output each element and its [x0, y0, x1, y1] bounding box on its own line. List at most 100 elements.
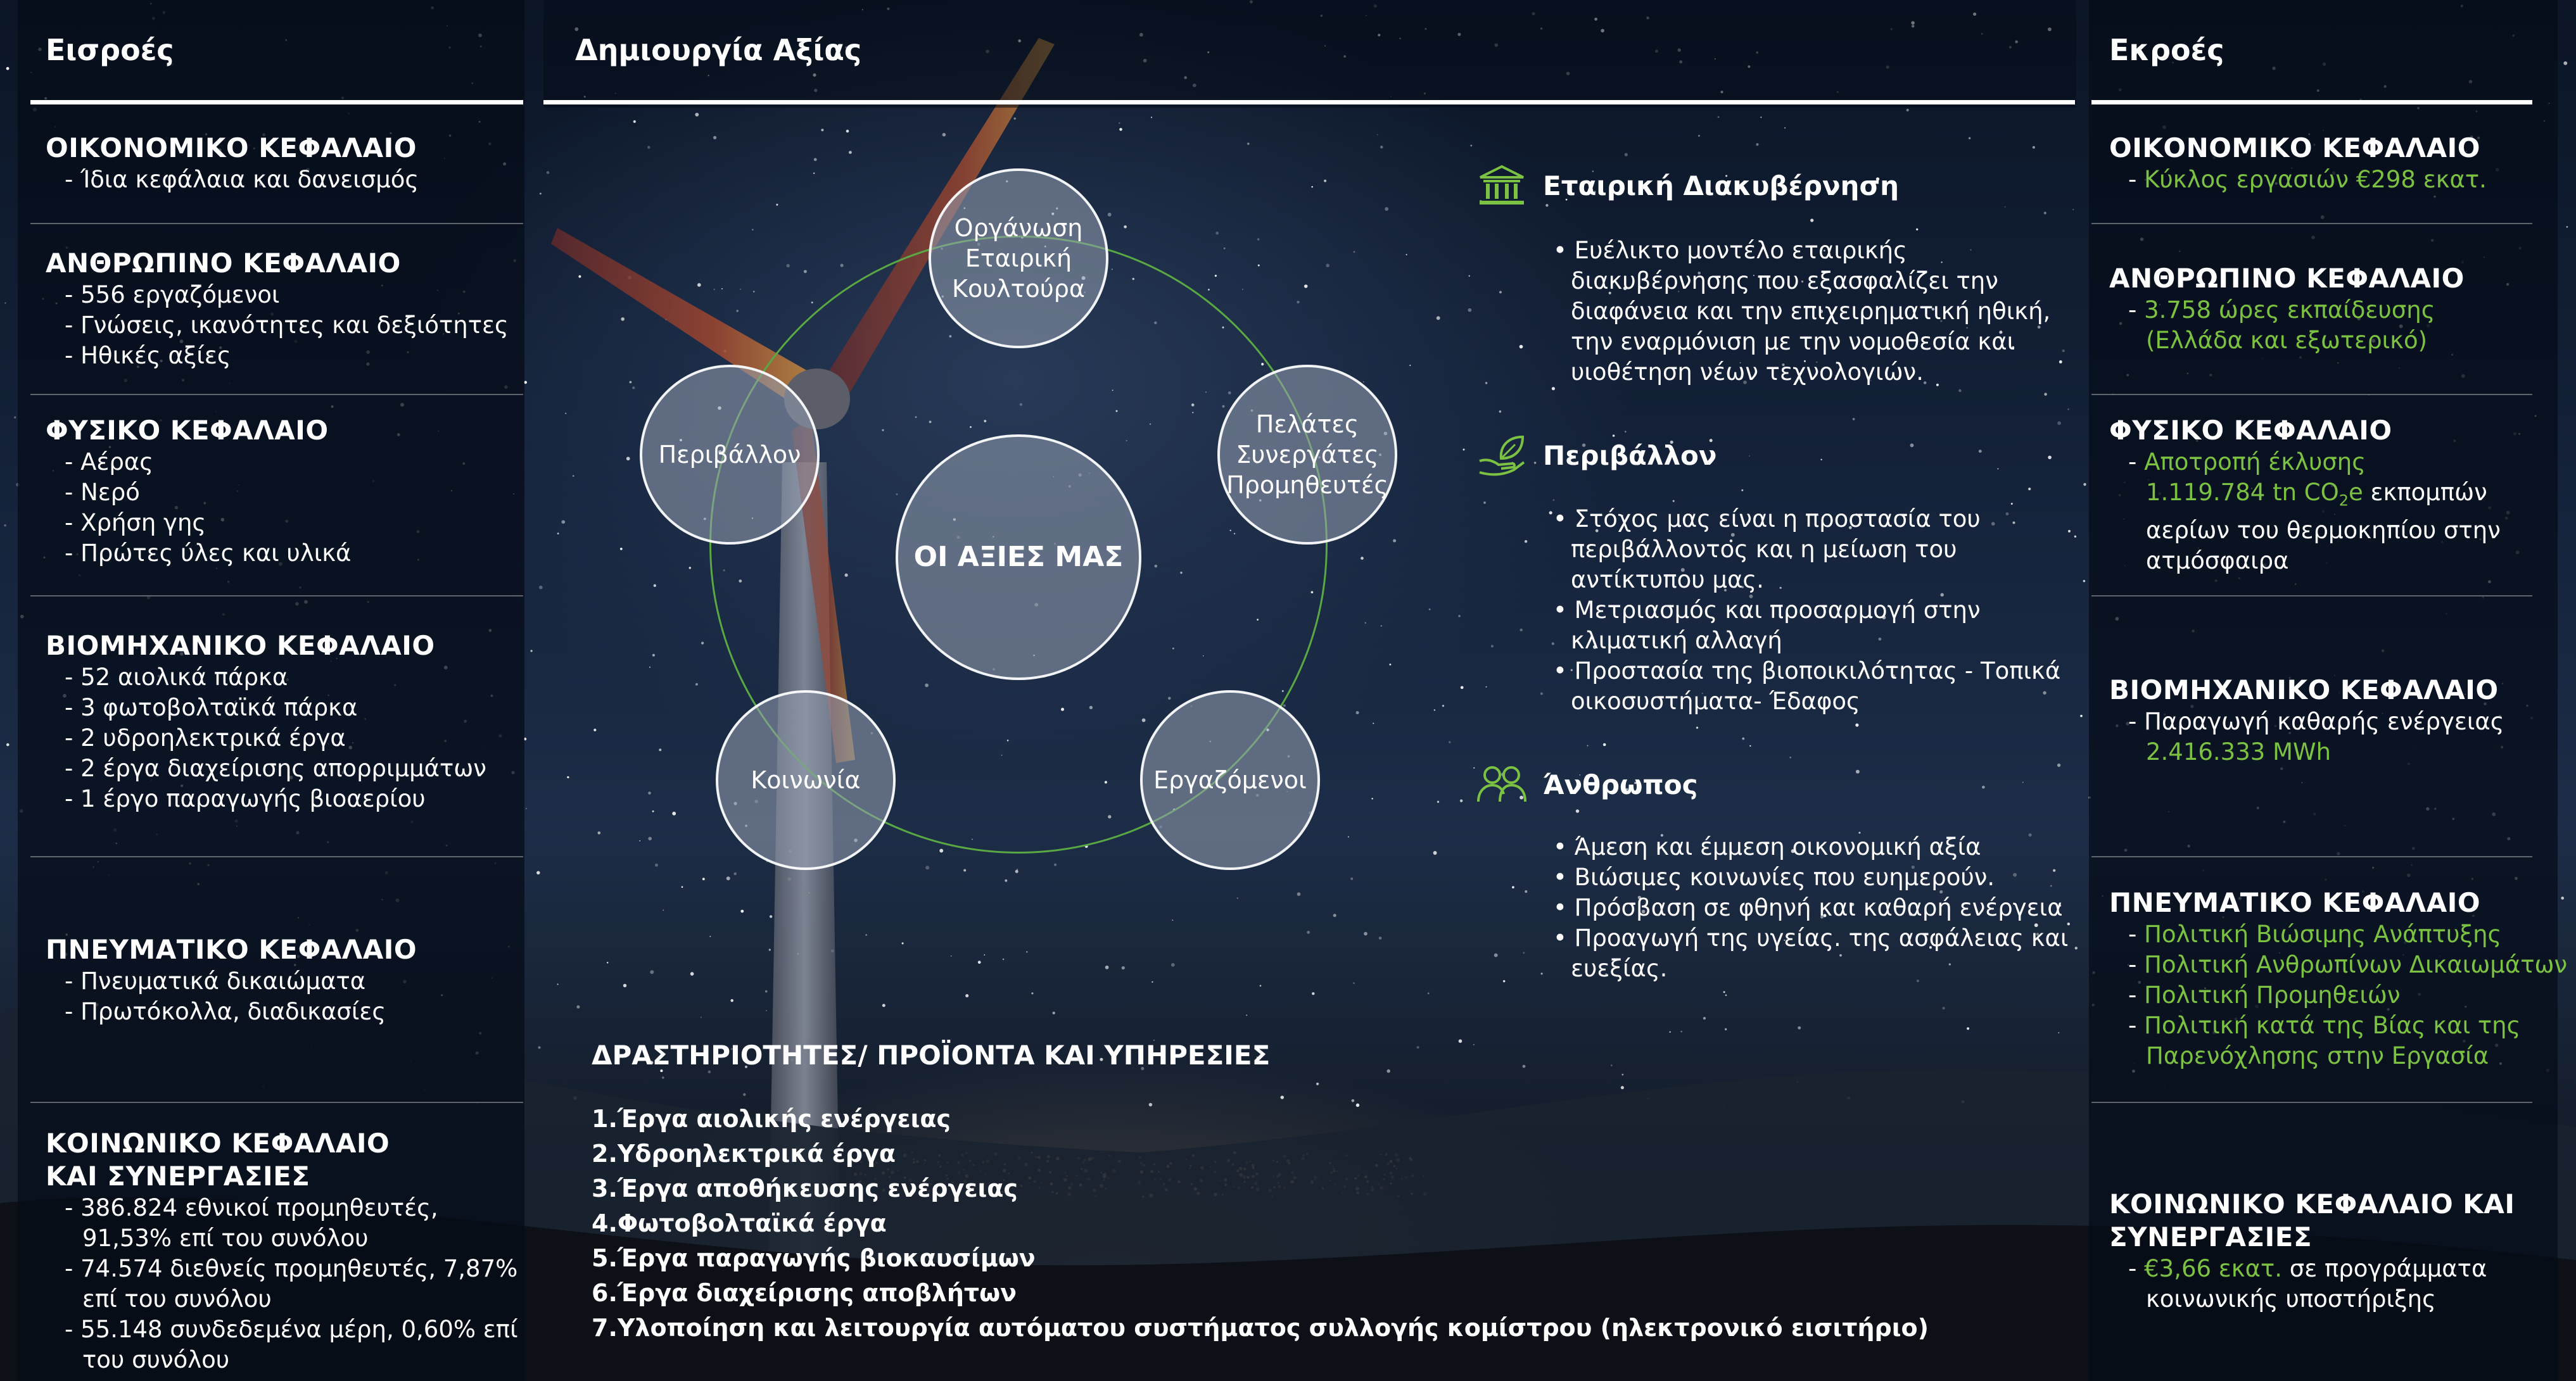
star	[925, 866, 930, 870]
star	[1660, 834, 1663, 837]
star	[1433, 851, 1437, 855]
star	[965, 994, 969, 998]
star	[1389, 663, 1392, 665]
output-physical-capital: ΦΥΣΙΚΟ ΚΕΦΑΛΑΙΟ - Αποτροπή έκλυσης 1.119…	[2109, 414, 2501, 576]
star	[1875, 177, 1880, 181]
star	[1207, 288, 1210, 291]
star	[1490, 645, 1494, 648]
star	[1978, 450, 1982, 453]
co2-subscript: 2	[2338, 491, 2349, 510]
star	[1152, 981, 1153, 983]
star	[846, 129, 849, 133]
star	[1324, 179, 1327, 182]
circle-organization-culture: Οργάνωση Εταιρική Κουλτούρα	[929, 168, 1108, 348]
star	[1574, 303, 1576, 306]
outputs-title: Εκροές	[2109, 33, 2224, 67]
star	[1551, 387, 1556, 391]
star	[1005, 879, 1008, 882]
star	[1916, 228, 1919, 230]
star	[2050, 885, 2052, 887]
star	[1709, 439, 1713, 443]
star	[1637, 895, 1641, 900]
activity-item: 4.Φωτοβολταϊκά έργα	[592, 1209, 887, 1237]
activity-item: 5.Έργα παραγωγής βιοκαυσίμων	[592, 1244, 1036, 1272]
star	[1611, 1064, 1613, 1066]
star	[2036, 933, 2040, 936]
star	[2566, 225, 2568, 228]
text-line: διακυβέρνησης που εξασφαλίζει την	[1571, 267, 1998, 294]
star	[1119, 128, 1122, 131]
star	[2044, 393, 2047, 396]
star	[2058, 1032, 2060, 1033]
star	[648, 791, 651, 795]
star	[1280, 1095, 1285, 1099]
co2-suffix: e	[2349, 479, 2363, 506]
circle-line: Πελάτες	[1255, 410, 1359, 438]
star	[1801, 281, 1804, 283]
star	[1570, 669, 1573, 672]
capital-text: εκπομπών	[2363, 479, 2487, 506]
star	[1701, 693, 1703, 695]
policy-item: Πολιτική Ανθρωπίνων Δικαιωμάτων	[2144, 951, 2568, 978]
activity-item: 2.Υδροηλεκτρικά έργα	[592, 1140, 896, 1168]
star	[565, 412, 567, 415]
star	[1882, 615, 1886, 620]
star	[733, 872, 737, 876]
input-human-capital: ΑΝΘΡΩΠΙΝΟ ΚΕΦΑΛΑΙΟ - 556 εργαζόμενοι - Γ…	[46, 247, 509, 371]
star	[1678, 291, 1680, 293]
star	[1283, 704, 1286, 707]
star	[639, 840, 641, 842]
star	[1458, 1039, 1462, 1044]
star	[1789, 557, 1792, 559]
section-governance-text: • Ευέλικτο μοντέλο εταιρικής διακυβέρνησ…	[1553, 236, 2050, 388]
star	[1376, 134, 1378, 136]
star	[1427, 992, 1430, 995]
star	[561, 520, 566, 524]
star	[752, 291, 755, 293]
star	[1520, 795, 1524, 800]
star	[1680, 1030, 1682, 1033]
star	[1948, 963, 1951, 966]
star	[963, 869, 967, 872]
star	[1326, 263, 1329, 268]
inputs-title-rule	[30, 100, 523, 104]
star	[740, 909, 744, 913]
star	[1520, 628, 1523, 632]
dash: -	[2128, 296, 2145, 324]
star	[702, 878, 705, 881]
star	[1997, 468, 1999, 470]
star	[1929, 946, 1932, 949]
star	[1816, 361, 1818, 363]
output-social-capital: ΚΟΙΝΩΝΙΚΟ ΚΕΦΑΛΑΙΟ ΚΑΙ ΣΥΝΕΡΓΑΣΙΕΣ - €3,…	[2109, 1188, 2515, 1315]
leaf-hand-icon	[1476, 433, 1528, 477]
star	[1982, 785, 1985, 789]
outputs-title-rule	[2091, 100, 2532, 104]
capital-value-amount: 1.119.784 tn CO	[2146, 479, 2339, 506]
text-line: • Άμεση και έμμεση οικονομική αξία	[1553, 833, 1981, 861]
star	[695, 113, 699, 117]
star	[709, 935, 711, 937]
star	[593, 728, 597, 732]
section-governance-heading: Εταιρική Διακυβέρνηση	[1476, 163, 1899, 208]
section-environment-heading: Περιβάλλον	[1476, 433, 1717, 477]
star	[1470, 144, 1473, 147]
star	[1669, 1031, 1671, 1033]
star	[1385, 207, 1389, 211]
capital-title: ΟΙΚΟΝΟΜΙΚΟ ΚΕΦΑΛΑΙΟ	[2109, 132, 2481, 163]
star	[713, 289, 715, 290]
star	[1351, 1099, 1355, 1102]
star	[536, 871, 540, 875]
star	[730, 999, 733, 1002]
activities-list: 1.Έργα αιολικής ενέργειας 2.Υδροηλεκτρικ…	[592, 1102, 1929, 1346]
star	[538, 585, 543, 590]
star	[652, 653, 656, 657]
star	[1621, 515, 1623, 517]
capital-item: - Χρήση γης	[65, 509, 206, 536]
input-social-capital: ΚΟΙΝΩΝΙΚΟ ΚΕΦΑΛΑΙΟ ΚΑΙ ΣΥΝΕΡΓΑΣΙΕΣ - 386…	[46, 1127, 518, 1375]
star	[1076, 1045, 1079, 1047]
star	[1798, 1026, 1801, 1030]
star	[2028, 833, 2032, 837]
star	[1236, 897, 1238, 899]
star	[1483, 501, 1486, 504]
input-economic-capital: ΟΙΚΟΝΟΜΙΚΟ ΚΕΦΑΛΑΙΟ - Ίδια κεφάλαια και …	[46, 132, 419, 195]
